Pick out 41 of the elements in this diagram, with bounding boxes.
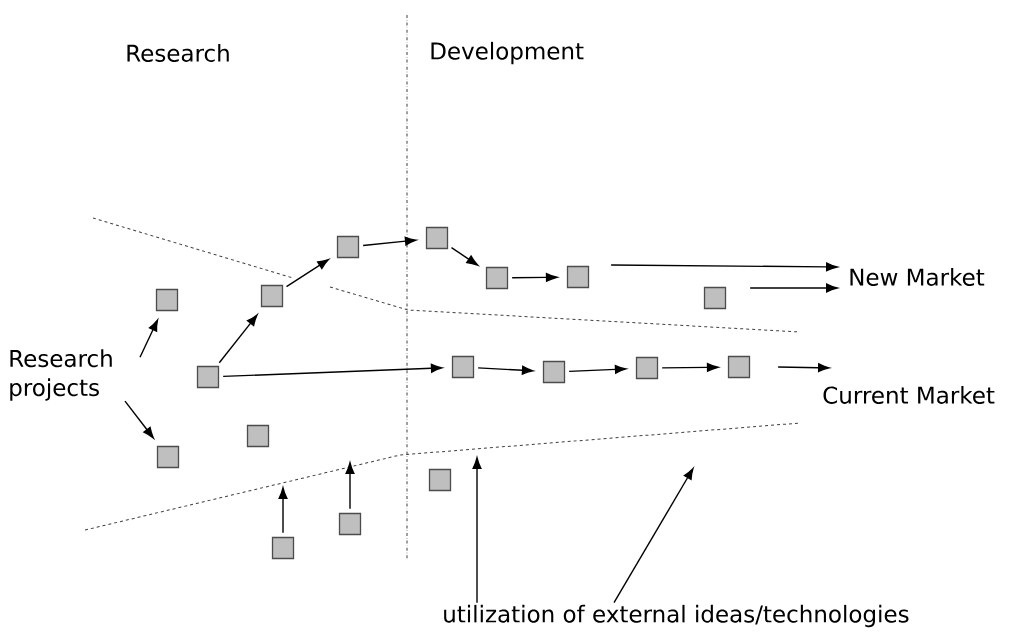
- arrow: [568, 364, 627, 374]
- node-label: utilization of external ideas/technologies: [444, 604, 909, 628]
- node-label: New Market: [850, 268, 985, 286]
- arrow: [124, 400, 154, 439]
- arrow: [139, 319, 159, 358]
- project-square: [246, 424, 270, 448]
- arrow: [749, 283, 838, 293]
- arrow: [777, 363, 830, 373]
- project-square: [260, 284, 284, 308]
- arrow: [222, 363, 443, 378]
- arrow: [362, 236, 417, 247]
- project-square: [156, 445, 180, 469]
- project-square: [635, 356, 659, 380]
- project-square: [271, 536, 295, 560]
- project-square: [727, 355, 751, 379]
- project-square: [196, 365, 220, 389]
- project-square: [155, 288, 179, 312]
- project-square: [485, 266, 509, 290]
- project-square: [566, 265, 590, 289]
- arrow: [613, 467, 694, 604]
- arrow: [661, 362, 719, 372]
- arrow: [477, 365, 534, 375]
- arrow: [472, 457, 482, 604]
- project-square: [338, 512, 362, 536]
- project-square: [428, 468, 452, 492]
- section-heading: Development: [431, 41, 584, 65]
- arrow: [511, 272, 558, 282]
- project-square: [542, 360, 566, 384]
- arrow: [218, 314, 258, 364]
- section-heading: Research: [127, 44, 229, 62]
- project-square: [451, 355, 475, 379]
- project-square: [703, 286, 727, 310]
- project-square: [336, 235, 360, 259]
- node-label: Research projects: [10, 349, 112, 401]
- arrow: [345, 462, 355, 510]
- arrow: [450, 246, 479, 266]
- arrow: [278, 487, 288, 534]
- arrow: [610, 262, 838, 272]
- project-square: [425, 226, 449, 250]
- node-label: Current Market: [823, 386, 995, 404]
- arrow: [285, 258, 330, 288]
